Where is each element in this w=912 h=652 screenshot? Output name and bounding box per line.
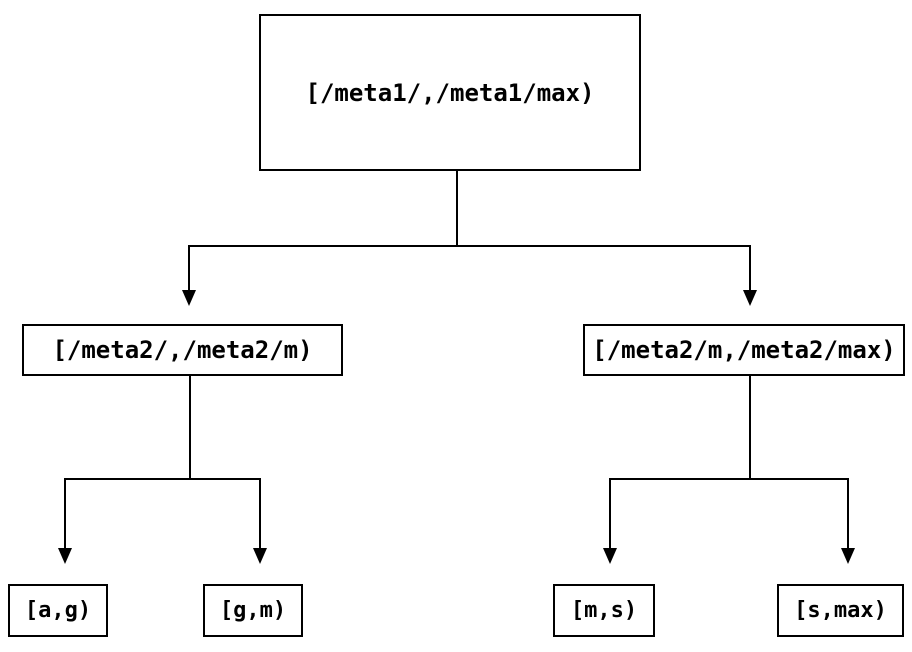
tree-node-meta2-left: [/meta2/,/meta2/m) <box>22 324 343 376</box>
tree-node-leaf-ag: [a,g) <box>8 584 108 637</box>
connector-left-crossbar <box>64 478 261 480</box>
tree-node-root: [/meta1/,/meta1/max) <box>259 14 641 171</box>
connector-right-stem <box>749 376 751 480</box>
connector-right-right-drop <box>847 478 849 549</box>
tree-node-leaf-ms: [m,s) <box>553 584 655 637</box>
arrow-down-icon <box>58 548 72 564</box>
connector-root-crossbar <box>188 245 751 247</box>
connector-right-crossbar <box>609 478 849 480</box>
arrow-down-icon <box>743 290 757 306</box>
connector-right-left-drop <box>609 478 611 549</box>
connector-left-stem <box>189 376 191 480</box>
connector-left-right-drop <box>259 478 261 549</box>
arrow-down-icon <box>603 548 617 564</box>
connector-root-stem <box>456 171 458 246</box>
connector-left-left-drop <box>64 478 66 549</box>
connector-root-left-drop <box>188 245 190 291</box>
connector-root-right-drop <box>749 245 751 291</box>
tree-node-meta2-right: [/meta2/m,/meta2/max) <box>583 324 905 376</box>
arrow-down-icon <box>182 290 196 306</box>
tree-node-leaf-smax: [s,max) <box>777 584 904 637</box>
arrow-down-icon <box>253 548 267 564</box>
tree-node-leaf-gm: [g,m) <box>203 584 303 637</box>
arrow-down-icon <box>841 548 855 564</box>
